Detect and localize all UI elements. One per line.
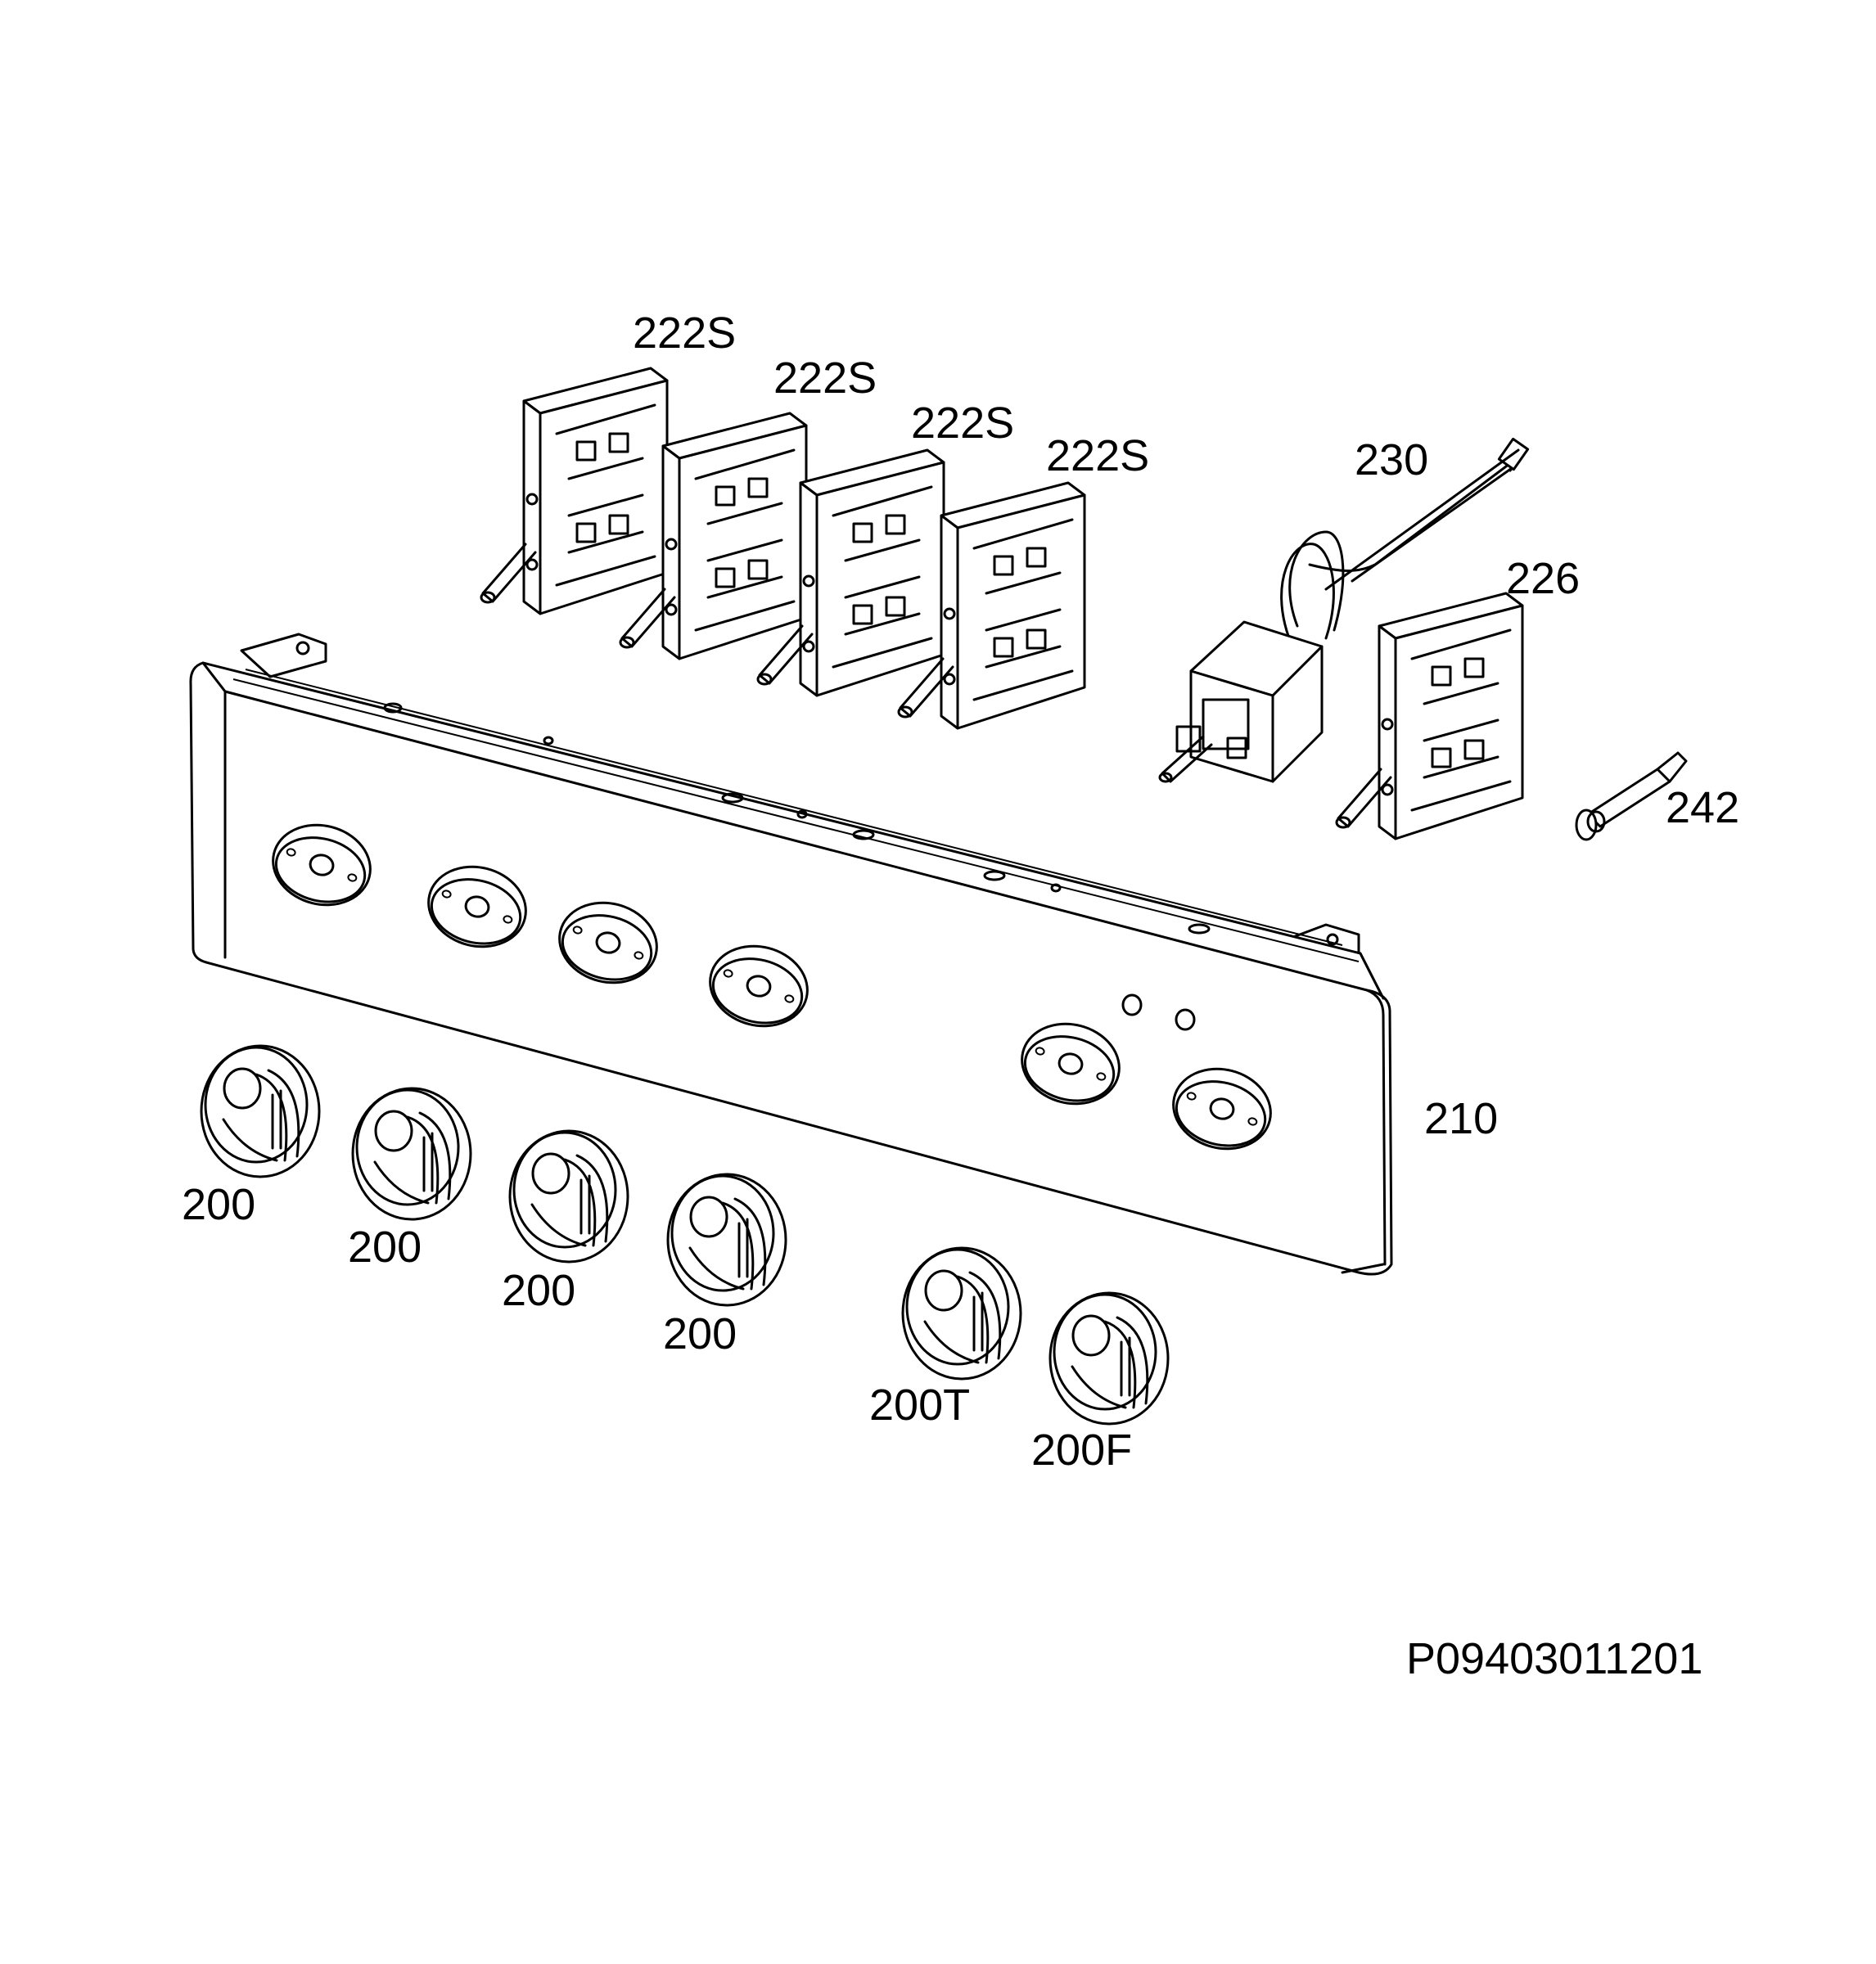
knob-200-4: [666, 1173, 787, 1307]
label-igniter: 242: [1666, 783, 1739, 832]
label-knob-1: 200: [182, 1180, 255, 1229]
thermostat-230: [1158, 437, 1530, 783]
figure-code: P09403011201: [1406, 1634, 1702, 1683]
label-switch-2: 222S: [773, 354, 877, 403]
label-switch-oven: 226: [1506, 554, 1580, 603]
knob-200f: [1048, 1291, 1170, 1426]
knob-200-2: [351, 1087, 472, 1221]
label-switch-3: 222S: [911, 399, 1014, 448]
control-panel-210: [189, 633, 1393, 1276]
igniter-242: [1575, 751, 1688, 841]
switch-226: [1335, 592, 1524, 840]
label-knob-4: 200: [663, 1309, 737, 1358]
label-knob-3: 200: [502, 1266, 575, 1315]
label-switch-4: 222S: [1046, 431, 1149, 480]
knob-200-3: [508, 1129, 629, 1264]
label-switch-1: 222S: [633, 309, 736, 358]
knob-200-1: [200, 1044, 321, 1178]
label-panel: 210: [1424, 1094, 1498, 1143]
label-knob-thermostat: 200T: [869, 1381, 970, 1430]
label-thermostat: 230: [1355, 435, 1428, 484]
label-knob-function: 200F: [1031, 1426, 1132, 1475]
label-knob-2: 200: [348, 1223, 422, 1272]
knob-200t: [901, 1246, 1022, 1381]
switch-222s-1: [480, 367, 669, 615]
